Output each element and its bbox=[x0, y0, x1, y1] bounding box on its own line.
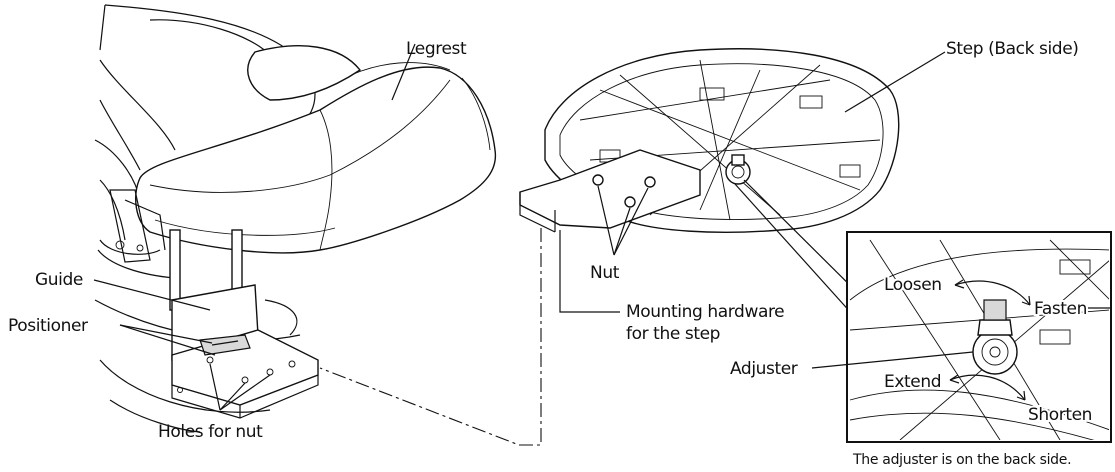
label-adjuster: Adjuster bbox=[730, 359, 798, 379]
legrest-cushion bbox=[134, 66, 497, 254]
mounting-hardware bbox=[519, 149, 701, 229]
label-guide: Guide bbox=[35, 270, 83, 290]
leader-lines bbox=[93, 43, 1110, 411]
label-extend: Extend bbox=[884, 372, 941, 392]
label-mounting-hardware-2: for the step bbox=[626, 324, 720, 344]
nut bbox=[644, 176, 656, 188]
nut bbox=[624, 196, 636, 208]
label-loosen: Loosen bbox=[884, 275, 942, 295]
label-positioner: Positioner bbox=[8, 316, 88, 336]
label-legrest: Legrest bbox=[406, 39, 467, 59]
nut bbox=[592, 174, 604, 186]
label-mounting-hardware: Mounting hardware bbox=[626, 302, 784, 322]
caption-adjuster-back-side: The adjuster is on the back side. bbox=[852, 452, 1071, 468]
label-nut: Nut bbox=[590, 263, 620, 283]
adjuster-detail-inset bbox=[734, 179, 1112, 443]
step-illustration bbox=[519, 48, 900, 233]
label-fasten: Fasten bbox=[1034, 299, 1087, 319]
label-step: Step (Back side) bbox=[946, 39, 1078, 59]
label-shorten: Shorten bbox=[1028, 405, 1092, 425]
label-holes-for-nut: Holes for nut bbox=[158, 422, 263, 442]
inset-adjuster bbox=[972, 329, 1018, 375]
chair-legrest-illustration bbox=[94, 4, 497, 433]
positioner-block bbox=[199, 334, 251, 356]
alignment-line bbox=[319, 228, 542, 446]
